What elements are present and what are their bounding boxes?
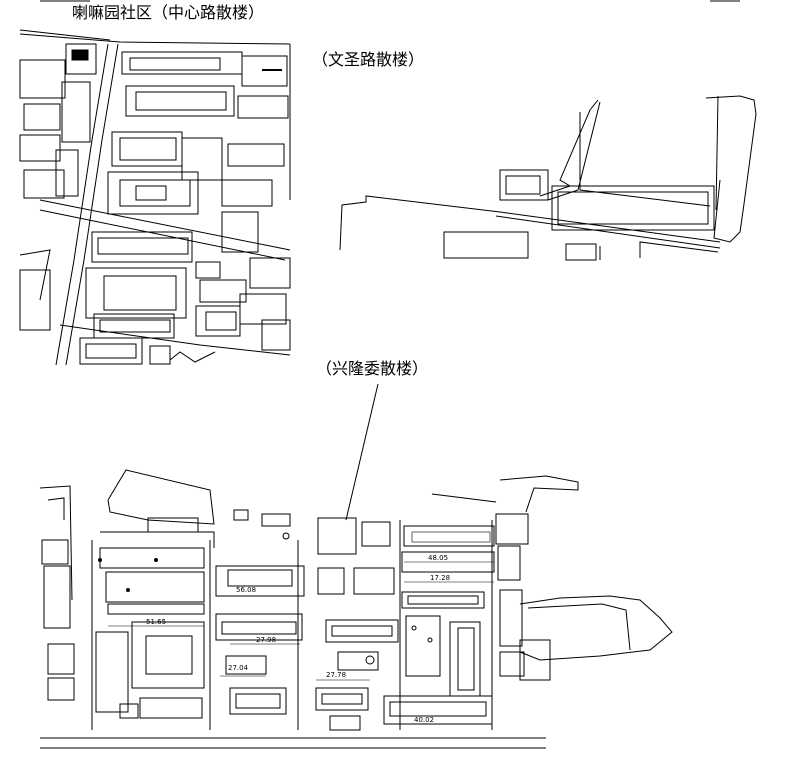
map-title-wensheng: （文圣路散楼） <box>312 50 425 69</box>
dimension-label: 27.04 <box>228 664 249 672</box>
dimension-label: 48.05 <box>428 554 448 562</box>
dimension-label: 40.02 <box>414 716 434 724</box>
map-panel-xinglong <box>39 469 673 749</box>
map-title-lamayuan: 喇嘛园社区（中心路散楼） <box>72 3 265 22</box>
dimension-label: 56.08 <box>236 586 256 594</box>
map-panel-wenshenglu <box>339 95 757 261</box>
map-title-xinglong: （兴隆委散楼） <box>316 359 429 378</box>
leader-line <box>345 383 379 521</box>
dimension-label: 27.98 <box>256 636 276 644</box>
map-panel-zhongxinlu <box>19 29 291 366</box>
dimension-label: 27.78 <box>326 671 346 679</box>
dimension-label: 51.65 <box>146 618 166 626</box>
dimension-label: 17.28 <box>430 574 450 582</box>
